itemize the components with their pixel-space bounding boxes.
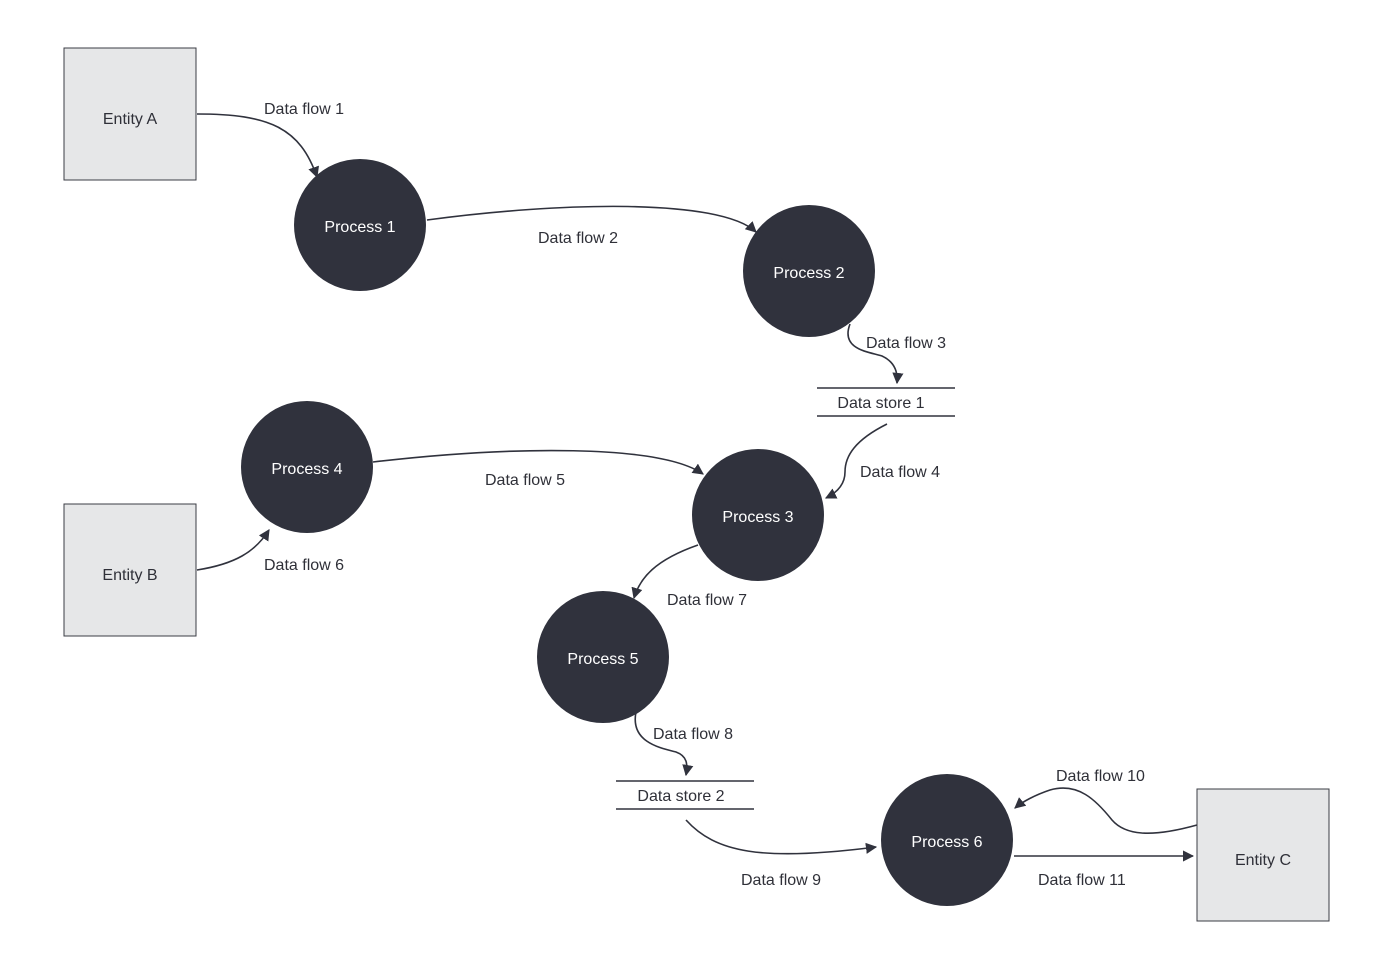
process-5-label: Process 5 [567,651,638,668]
flow-5-label: Data flow 5 [485,472,565,489]
data-store-1[interactable]: Data store 1 [817,387,955,417]
flow-2-arrow [426,205,757,233]
process-6[interactable]: Process 6 [881,774,1013,906]
entity-a[interactable]: Entity A [63,47,197,181]
flow-5-arrow [372,449,704,475]
entity-b-label: Entity B [102,567,157,584]
flow-1-label: Data flow 1 [264,101,344,118]
process-4-label: Process 4 [271,461,342,478]
entity-a-label: Entity A [103,111,158,128]
data-store-2[interactable]: Data store 2 [616,780,754,810]
flow-6-arrow [196,529,270,571]
process-3[interactable]: Process 3 [692,449,824,581]
process-1-label: Process 1 [324,219,395,236]
flow-7-label: Data flow 7 [667,592,747,609]
flow-8-arrow [634,711,694,777]
flow-3-arrow [847,323,904,385]
flow-2-label: Data flow 2 [538,230,618,247]
flow-3-label: Data flow 3 [866,335,946,352]
entity-b[interactable]: Entity B [63,503,197,637]
flow-10-arrow [1014,787,1198,834]
data-store-2-label: Data store 2 [637,788,724,805]
process-3-label: Process 3 [722,509,793,526]
flow-8-label: Data flow 8 [653,726,733,743]
process-4[interactable]: Process 4 [241,401,373,533]
data-store-1-label: Data store 1 [837,395,924,412]
flow-10-label: Data flow 10 [1056,768,1145,785]
process-2-label: Process 2 [773,265,844,282]
entity-c[interactable]: Entity C [1196,788,1330,922]
flow-9-label: Data flow 9 [741,872,821,889]
entity-c-label: Entity C [1235,852,1291,869]
flow-6-label: Data flow 6 [264,557,344,574]
flow-1-arrow [196,113,319,179]
flow-4-arrow [824,423,888,499]
flow-11-label: Data flow 11 [1038,872,1126,889]
process-2[interactable]: Process 2 [743,205,875,337]
process-5[interactable]: Process 5 [537,591,669,723]
flow-7-arrow [631,544,699,600]
flow-4-label: Data flow 4 [860,464,940,481]
process-1[interactable]: Process 1 [294,159,426,291]
process-6-label: Process 6 [911,834,982,851]
flow-9-arrow [685,819,878,855]
